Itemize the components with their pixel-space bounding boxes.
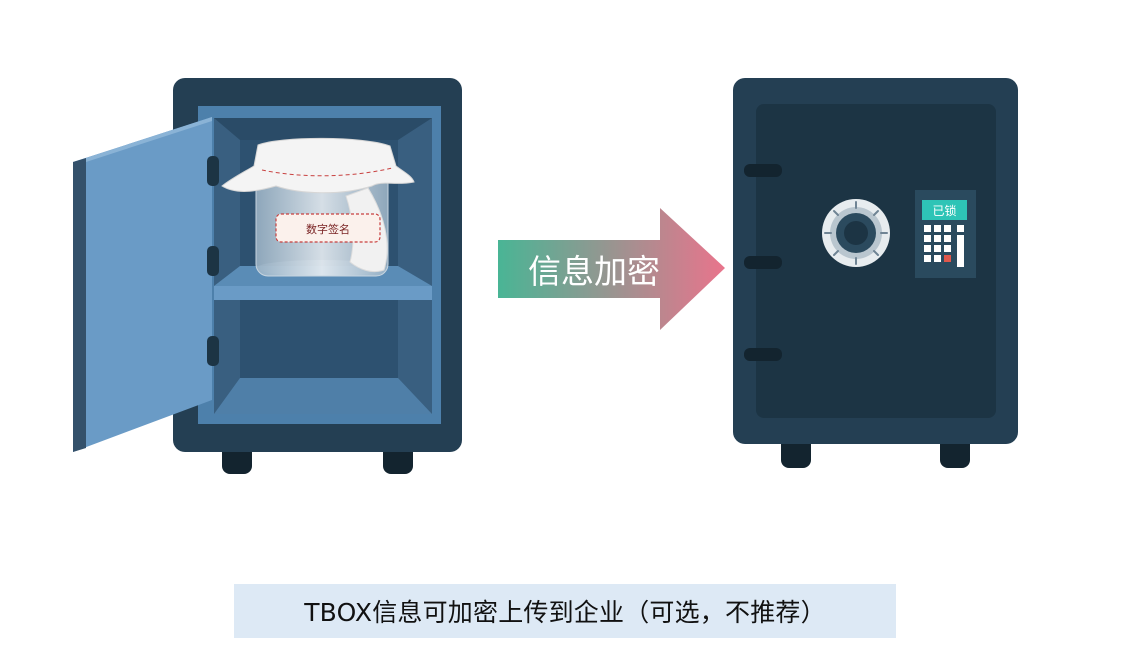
jar-label-text: 数字签名	[306, 222, 350, 236]
combination-dial	[822, 199, 890, 267]
closed-safe-hinge	[744, 164, 782, 177]
jar-cloth-cover	[221, 137, 415, 194]
open-safe-hinge	[207, 156, 219, 186]
keypad-keys	[924, 225, 964, 267]
open-safe-hinge	[207, 336, 219, 366]
closed-safe-hinge	[744, 256, 782, 269]
open-safe: 数字签名	[73, 78, 462, 474]
closed-safe-hinge	[744, 348, 782, 361]
keypad-panel: 已锁	[915, 190, 976, 278]
closed-safe: 已锁	[733, 78, 1018, 468]
jar-label	[275, 213, 381, 243]
caption: TBOX信息可加密上传到企业（可选，不推荐）	[234, 584, 896, 638]
keypad-red-key	[944, 255, 951, 262]
lock-status-text: 已锁	[932, 203, 956, 218]
encrypt-arrow: 信息加密	[498, 208, 725, 330]
encrypt-arrow-shape	[498, 208, 725, 330]
lock-status-badge	[922, 200, 967, 220]
open-safe-door	[73, 117, 212, 452]
open-safe-hinge	[207, 246, 219, 276]
closed-safe-door	[756, 104, 996, 418]
encrypt-arrow-label: 信息加密	[528, 252, 660, 291]
jar: 数字签名	[221, 137, 415, 277]
